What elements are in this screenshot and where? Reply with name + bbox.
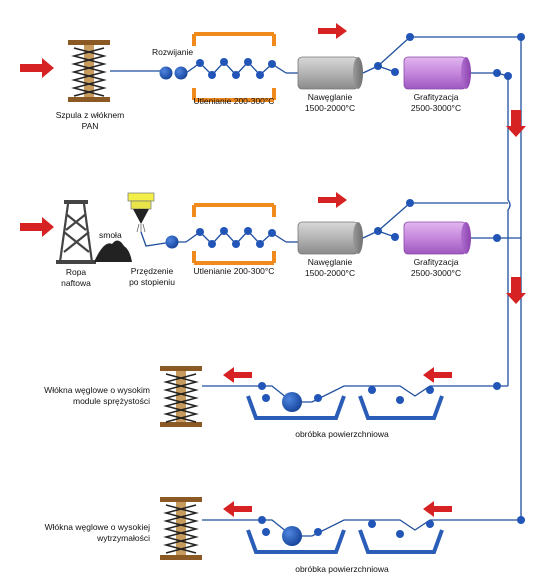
guide-roller-icon xyxy=(391,233,399,241)
carbonization-label-line2: 1500-2000°C xyxy=(305,103,355,113)
oxidation-label: Utlenianie 200-300°C xyxy=(194,96,275,106)
guide-roller-icon xyxy=(517,516,525,524)
oxidation-label: Utlenianie 200-300°C xyxy=(194,266,275,276)
guide-roller-icon xyxy=(406,33,414,41)
melt-spinning-label-line2: po stopieniu xyxy=(129,277,175,287)
product-spool-icon xyxy=(160,497,202,560)
guide-roller-icon xyxy=(258,516,266,524)
row-pan-process: Szpula z włóknem PAN Rozwijanie Utlenian… xyxy=(20,23,525,131)
carbonization-label-line1: Nawęglanie xyxy=(308,92,353,102)
high-strength-label-line2: wytrzymałości xyxy=(96,533,150,543)
row-high-modulus: Włókna węglowe o wysokim module sprężyst… xyxy=(44,366,508,439)
pan-spool-icon xyxy=(68,40,110,102)
pan-spool-label-line1: Szpula z włóknem xyxy=(56,110,125,120)
graphitization-label-line2: 2500-3000°C xyxy=(411,103,461,113)
graphitization-furnace-icon xyxy=(403,56,471,90)
guide-roller-icon xyxy=(258,382,266,390)
carbonization-label-line2: 1500-2000°C xyxy=(305,268,355,278)
high-modulus-label-line2: module sprężystości xyxy=(73,396,150,406)
unwinding-roller-icon xyxy=(174,66,188,80)
melt-spinning-label-line1: Przędzenie xyxy=(131,266,174,276)
product-spool-icon xyxy=(160,366,202,427)
row-high-strength: Włókna węglowe o wysokiej wytrzymałości … xyxy=(45,497,525,574)
guide-roller-icon xyxy=(406,199,414,207)
carbonization-label-line1: Nawęglanie xyxy=(308,257,353,267)
guide-roller-icon xyxy=(391,68,399,76)
guide-roller-icon xyxy=(493,382,501,390)
flow-arrow-icon xyxy=(423,367,452,383)
flow-arrow-icon xyxy=(318,192,347,208)
oil-rig-icon xyxy=(56,200,96,264)
carbonization-furnace-icon xyxy=(297,221,363,255)
surface-treatment-bath-icon xyxy=(358,520,444,554)
pan-spool-label-line2: PAN xyxy=(82,121,99,131)
graphitization-label-line1: Grafityzacja xyxy=(414,92,459,102)
oil-label-line1: Ropa xyxy=(66,267,87,277)
graphitization-furnace-icon xyxy=(403,221,471,255)
pitch-label: smoła xyxy=(99,230,122,240)
return-lines xyxy=(506,37,526,520)
high-modulus-label-line1: Włókna węglowe o wysokim xyxy=(44,385,150,395)
graphitization-label-line1: Grafityzacja xyxy=(414,257,459,267)
unwinding-roller-icon xyxy=(159,66,173,80)
row-pitch-process: Ropa naftowa smoła Przędzenie po stopien… xyxy=(20,192,521,288)
pitch-pile-icon xyxy=(94,240,132,262)
oil-label-line2: naftowa xyxy=(61,278,91,288)
carbonization-furnace-icon xyxy=(297,56,363,90)
melt-spinning-nozzle-icon xyxy=(127,192,155,233)
unwinding-label: Rozwijanie xyxy=(152,47,193,57)
input-arrow-icon xyxy=(20,58,54,78)
flow-arrow-icon xyxy=(223,501,252,517)
surface-treatment-bath-icon xyxy=(358,386,444,420)
oxidation-oven-icon xyxy=(185,203,287,265)
flow-arrow-icon xyxy=(223,367,252,383)
spinning-roller-icon xyxy=(165,235,179,249)
graphitization-label-line2: 2500-3000°C xyxy=(411,268,461,278)
input-arrow-icon xyxy=(20,217,54,237)
surface-treatment-label: obróbka powierzchniowa xyxy=(295,564,389,574)
surface-treatment-label: obróbka powierzchniowa xyxy=(295,429,389,439)
surface-treatment-bath-icon xyxy=(246,392,346,420)
down-arrow-icon xyxy=(506,277,526,304)
oxidation-oven-icon xyxy=(185,32,287,102)
flow-arrow-icon xyxy=(318,23,347,39)
flow-arrow-icon xyxy=(423,501,452,517)
high-strength-label-line1: Włókna węglowe o wysokiej xyxy=(45,522,150,532)
down-arrow-icon xyxy=(506,110,526,137)
surface-treatment-bath-icon xyxy=(246,526,346,554)
